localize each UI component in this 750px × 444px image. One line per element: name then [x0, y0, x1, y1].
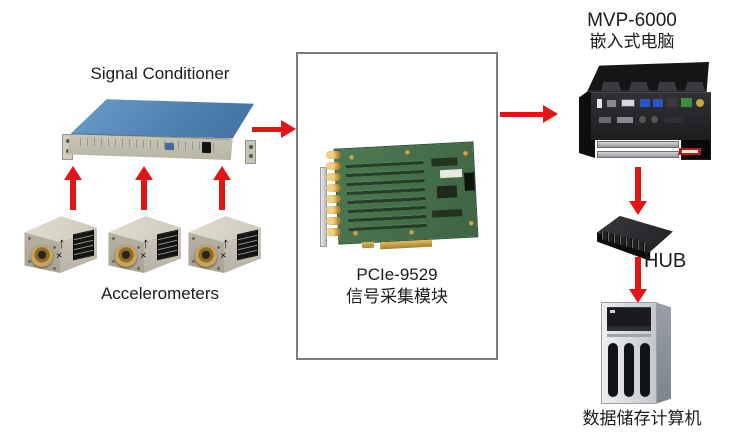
accelerometer-label-plate: [237, 229, 258, 261]
axis-x-mark-icon: ×: [220, 249, 227, 263]
signal-conditioner-label: Signal Conditioner: [90, 64, 230, 83]
front-vent-icon: [608, 343, 618, 397]
arrow-daq-to-embedded-pc: [500, 105, 558, 123]
arrow-embedded-pc-to-hub: [629, 167, 647, 215]
hub-image: [597, 215, 673, 261]
daq-module-model-label: PCIe-9529: [356, 265, 438, 284]
axis-x-mark-icon: ×: [56, 249, 63, 263]
embedded-pc-front-panel: [591, 92, 711, 140]
accelerometer-3-image: ↑ ×: [187, 215, 261, 273]
axis-x-mark-icon: ×: [140, 249, 147, 263]
accelerometer-connector-icon: [31, 245, 53, 267]
front-vent-icon: [624, 343, 634, 397]
hub-label: HUB: [644, 250, 687, 272]
rack-ear-right-icon: [245, 140, 256, 164]
expansion-slots-icon: [597, 141, 679, 161]
front-vent-icon: [640, 343, 650, 397]
accelerometers-label: Accelerometers: [100, 284, 220, 303]
brand-badge-icon: [679, 148, 701, 155]
accelerometer-connector-icon: [195, 245, 217, 267]
accelerometer-connector-icon: [115, 245, 137, 267]
accelerometer-2-image: ↑ ×: [107, 215, 181, 273]
daq-module-name-label: 信号采集模块: [346, 287, 448, 306]
accelerometer-label-plate: [73, 229, 94, 261]
signal-conditioner-logo-icon: [165, 142, 174, 151]
heatsink-fins-icon: [587, 62, 709, 92]
arrow-accelerometer2-to-conditioner: [135, 166, 153, 210]
arrow-accelerometer3-to-conditioner: [213, 166, 231, 210]
pcie-card-image: [318, 141, 482, 253]
storage-pc-label: 数据储存计算机: [582, 409, 702, 428]
embedded-pc-model-label: MVP-6000: [587, 10, 677, 31]
pcie-edge-connector-icon: [379, 239, 433, 250]
accelerometer-label-plate: [157, 229, 178, 261]
arrow-conditioner-to-daq: [252, 120, 296, 138]
signal-conditioner-image: [62, 98, 256, 164]
pcie-board: [333, 141, 479, 245]
storage-pc-image: [601, 300, 671, 404]
arrow-hub-to-storage-pc: [629, 257, 647, 303]
signal-conditioner-power-switch: [202, 141, 211, 154]
signal-conditioner-top: [69, 99, 255, 139]
accelerometer-1-image: ↑ ×: [23, 215, 97, 273]
arrow-accelerometer1-to-conditioner: [64, 166, 82, 210]
pcie-input-connectors-icon: [326, 151, 342, 239]
embedded-pc-name-label: 嵌入式电脑: [589, 32, 675, 51]
embedded-pc-image: [579, 62, 713, 162]
